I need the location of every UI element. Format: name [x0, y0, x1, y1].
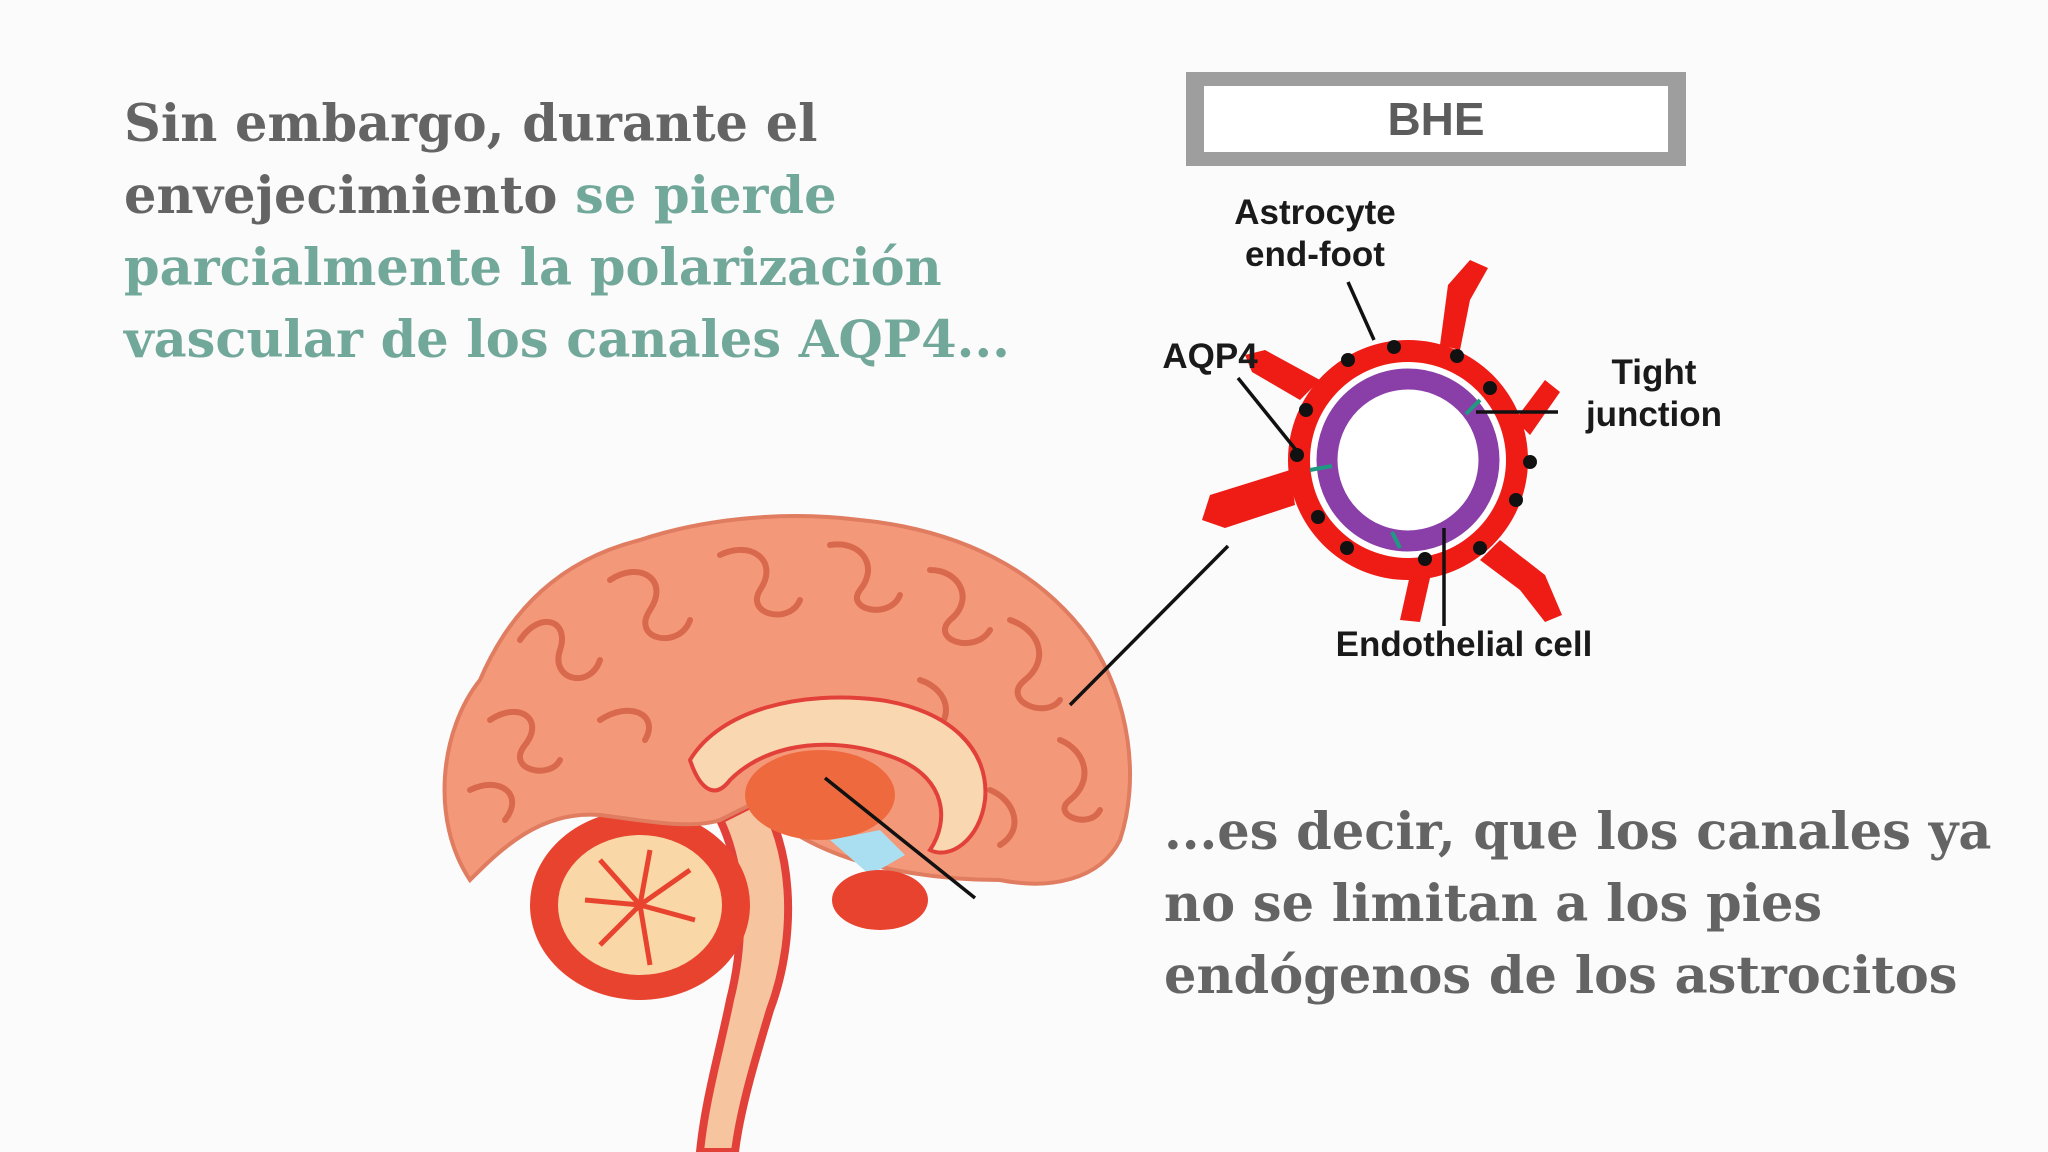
bhe-title-box: BHE: [1186, 72, 1686, 166]
bhe-title: BHE: [1204, 86, 1668, 152]
pons: [832, 870, 928, 930]
ventricle: [830, 830, 905, 875]
intro-text-highlight: se pierde parcialmente la polarización v…: [124, 166, 1010, 370]
cerebellum-arbor: [584, 849, 696, 966]
endothelial-ring: [1316, 368, 1500, 552]
label-astrocyte-line1: Astrocyte: [1234, 193, 1395, 232]
tight-junction-marks: [1309, 398, 1482, 549]
label-endothelial: Endothelial cell: [1336, 625, 1593, 664]
label-astrocyte-line2: end-foot: [1245, 235, 1385, 274]
intro-text-part1: Sin embargo, durante el envejecimiento: [124, 94, 818, 226]
vessel-lumen: [1338, 390, 1478, 530]
conclusion-text: ...es decir, que los canales ya no se li…: [1164, 802, 1992, 1006]
thalamus: [745, 750, 895, 840]
bbb-diagram: Astrocyte end-foot AQP4 Tight junction E…: [1162, 193, 1722, 664]
label-tight-line2: junction: [1585, 395, 1722, 434]
label-aqp4: AQP4: [1162, 337, 1258, 376]
label-tight-line1: Tight: [1612, 353, 1697, 392]
brain-pointer-line: [823, 776, 977, 900]
aqp4-dots: [1290, 340, 1537, 566]
intro-text: Sin embargo, durante el envejecimiento s…: [124, 88, 1024, 376]
corpus-callosum: [687, 695, 988, 855]
connector-line: [1068, 544, 1230, 707]
label-lines: [1236, 281, 1558, 626]
brain-illustration: [442, 514, 1132, 1152]
